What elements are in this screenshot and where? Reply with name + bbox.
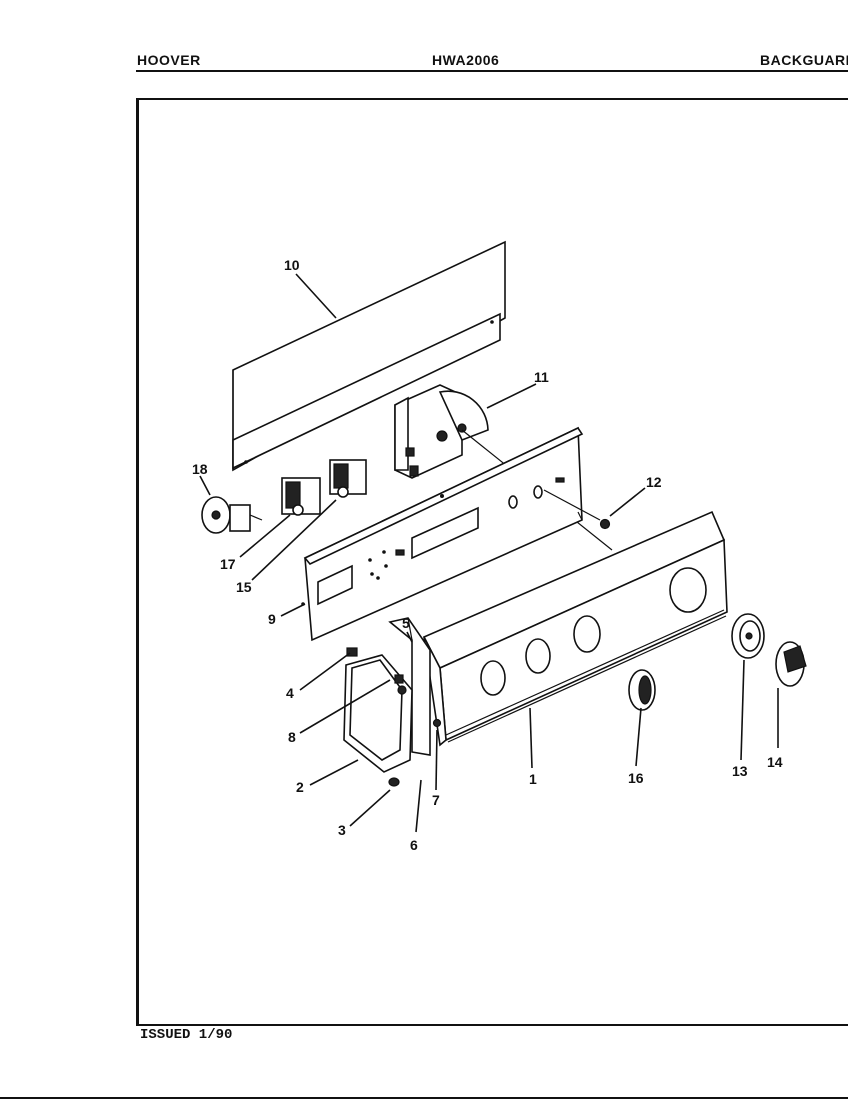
part-13-dial (731, 613, 765, 659)
part-7-screw (432, 718, 442, 728)
part-3-screw (388, 777, 400, 787)
part-17-switch (281, 477, 321, 516)
part-18-switch (201, 496, 263, 534)
model-number: HWA2006 (432, 52, 500, 68)
callout-5: 5 (402, 615, 410, 631)
part-5-end-cap (388, 617, 431, 756)
brand-label: HOOVER (137, 52, 201, 68)
part-12-screw (543, 489, 611, 530)
part-2-end-bracket (343, 654, 413, 773)
issued-date: ISSUED 1/90 (140, 1027, 233, 1043)
section-title: BACKGUARD (760, 52, 848, 68)
diagram-frame (136, 98, 848, 1026)
part-16-knob (628, 669, 656, 711)
callout-2: 2 (296, 779, 304, 795)
footer-rule (0, 1097, 848, 1099)
part-14-knob (775, 641, 807, 687)
callout-4: 4 (286, 685, 294, 701)
callout-16: 16 (628, 770, 644, 786)
callout-11: 11 (534, 369, 549, 385)
callout-15: 15 (236, 579, 252, 595)
callout-1: 1 (529, 771, 537, 787)
callout-10: 10 (284, 257, 300, 273)
part-4-clip (346, 647, 358, 657)
callout-18: 18 (192, 461, 208, 477)
callout-7: 7 (432, 792, 440, 808)
part-9-control-panel (301, 426, 584, 642)
callout-8: 8 (288, 729, 296, 745)
header-rule (136, 70, 848, 72)
callout-3: 3 (338, 822, 346, 838)
part-10-rear-cover (232, 240, 506, 472)
part-11-timer (394, 384, 613, 551)
callout-14: 14 (767, 754, 783, 770)
callout-6: 6 (410, 837, 418, 853)
part-1-backguard-housing (422, 510, 728, 747)
callout-17: 17 (220, 556, 236, 572)
callout-13: 13 (732, 763, 748, 779)
leader-lines (199, 273, 779, 833)
part-15-switch (329, 459, 367, 498)
callout-9: 9 (268, 611, 276, 627)
callout-12: 12 (646, 474, 662, 490)
